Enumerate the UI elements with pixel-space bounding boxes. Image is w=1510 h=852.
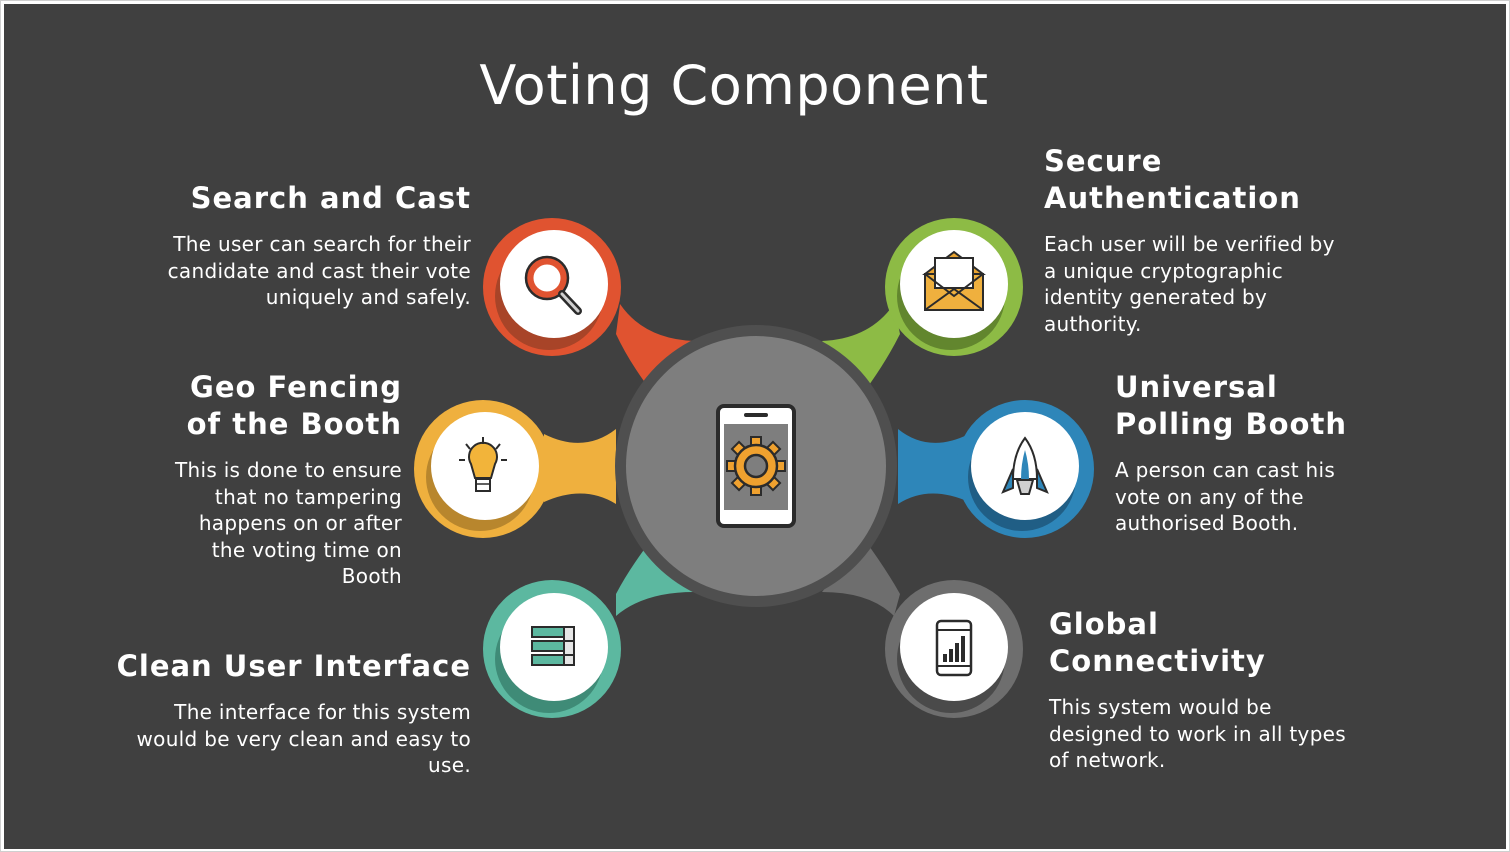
- heading-line: Polling Booth: [1115, 407, 1347, 441]
- desc-line: happens on or after: [198, 511, 402, 535]
- mind-map-diagram: [414, 218, 1094, 718]
- feature-secure: Secure Authentication Each user will be …: [1044, 143, 1374, 337]
- feature-secure-description: Each user will be verified by a unique c…: [1044, 231, 1374, 337]
- node-secure: [885, 218, 1023, 356]
- desc-line: The user can search for their: [173, 232, 471, 256]
- desc-line: Booth: [341, 564, 402, 588]
- desc-line: authorised Booth.: [1115, 511, 1299, 535]
- desc-line: uniquely and safely.: [265, 285, 471, 309]
- feature-global-description: This system would be designed to work in…: [1049, 694, 1409, 774]
- heading-line: Search and Cast: [190, 181, 471, 215]
- magnifier-icon: [524, 255, 582, 315]
- connector-search: [616, 304, 694, 392]
- feature-secure-heading: Secure Authentication: [1044, 143, 1374, 217]
- desc-line: of network.: [1049, 748, 1166, 772]
- heading-line: Connectivity: [1049, 644, 1266, 678]
- desc-line: would be very clean and easy to: [136, 726, 471, 751]
- feature-universal-description: A person can cast his vote on any of the…: [1115, 457, 1445, 537]
- slide: Voting Component Search and Cast The use…: [4, 4, 1506, 849]
- heading-line: Geo Fencing: [190, 370, 402, 404]
- desc-line: vote on any of the: [1115, 484, 1304, 509]
- feature-search-description: The user can search for their candidate …: [114, 231, 471, 311]
- feature-clean-heading: Clean User Interface: [44, 648, 471, 685]
- heading-line: of the Booth: [186, 407, 402, 441]
- connector-global: [822, 539, 900, 616]
- desc-line: Each user will be verified by: [1044, 232, 1335, 256]
- envelope-icon: [922, 250, 986, 311]
- desc-line: the voting time on: [211, 537, 402, 562]
- desc-line: This system would be: [1049, 695, 1272, 719]
- connector-clean: [616, 539, 694, 616]
- desc-line: designed to work in all types: [1049, 721, 1347, 746]
- node-global: [885, 580, 1023, 718]
- desc-line: identity generated by: [1044, 285, 1268, 309]
- feature-global-heading: Global Connectivity: [1049, 606, 1409, 680]
- page-title: Voting Component: [479, 54, 989, 117]
- desc-line: candidate and cast their vote: [167, 258, 471, 283]
- desc-line: use.: [428, 753, 471, 777]
- node-geo: [414, 400, 552, 538]
- feature-universal-heading: Universal Polling Booth: [1115, 369, 1445, 443]
- feature-search: Search and Cast The user can search for …: [114, 180, 471, 311]
- smartphone-gear-icon: [716, 404, 796, 528]
- heading-line: Secure: [1044, 144, 1163, 178]
- feature-universal: Universal Polling Booth A person can cas…: [1115, 369, 1445, 537]
- heading-line: Clean User Interface: [116, 649, 471, 683]
- node-universal: [956, 400, 1094, 538]
- feature-geo: Geo Fencing of the Booth This is done to…: [114, 369, 402, 590]
- desc-line: This is done to ensure: [174, 458, 402, 482]
- desc-line: authority.: [1044, 311, 1142, 336]
- node-search: [483, 218, 621, 356]
- feature-global: Global Connectivity This system would be…: [1049, 606, 1409, 774]
- desc-line: that no tampering: [214, 484, 402, 509]
- desc-line: a unique cryptographic: [1044, 258, 1284, 283]
- feature-geo-description: This is done to ensure that no tampering…: [114, 457, 402, 590]
- desc-line: The interface for this system: [174, 700, 471, 724]
- phone-signal-icon: [935, 619, 973, 677]
- hub: [615, 325, 897, 607]
- connector-geo: [544, 429, 616, 504]
- desc-line: A person can cast his: [1115, 458, 1336, 482]
- feature-geo-heading: Geo Fencing of the Booth: [114, 369, 402, 443]
- connector-secure: [822, 304, 900, 392]
- heading-line: Universal: [1115, 370, 1278, 404]
- feature-clean-description: The interface for this system would be v…: [44, 699, 471, 779]
- node-clean: [483, 580, 621, 718]
- server-stack-icon: [531, 626, 575, 666]
- heading-line: Authentication: [1044, 181, 1301, 215]
- heading-line: Global: [1049, 607, 1159, 641]
- rocket-icon: [1001, 436, 1049, 495]
- lightbulb-icon: [459, 437, 507, 492]
- connector-universal: [898, 429, 969, 504]
- feature-clean: Clean User Interface The interface for t…: [44, 648, 471, 779]
- feature-search-heading: Search and Cast: [114, 180, 471, 217]
